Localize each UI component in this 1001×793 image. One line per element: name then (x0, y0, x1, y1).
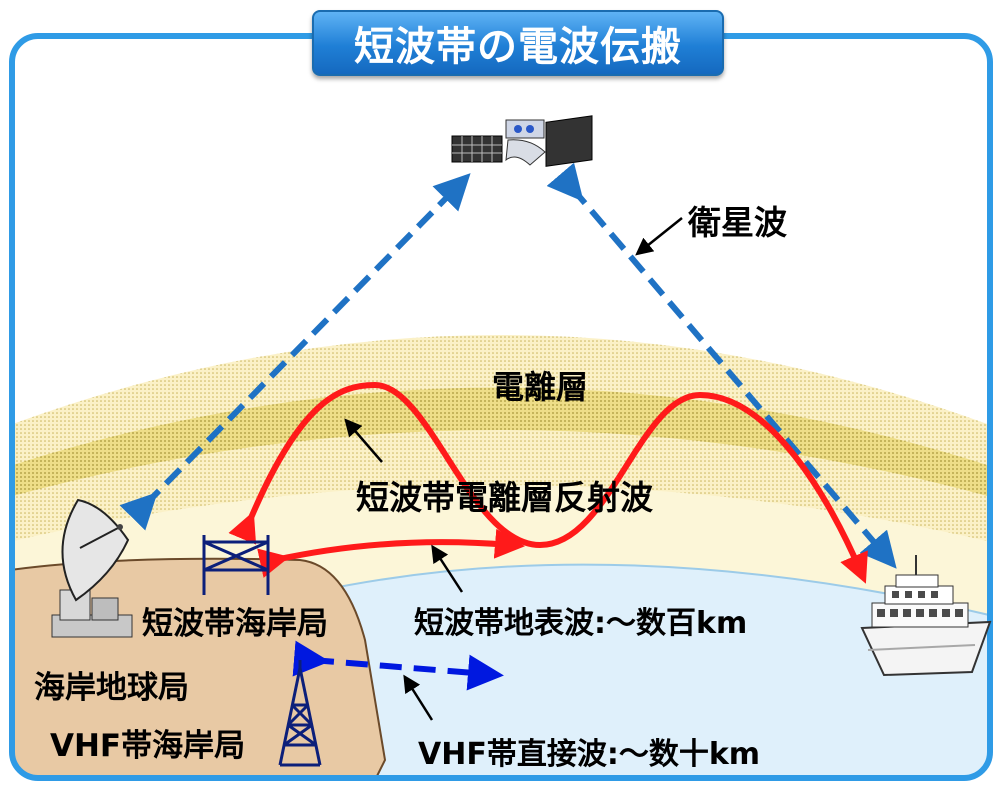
vhf-direct-wave (292, 640, 504, 691)
hf-sky-wave (228, 381, 868, 584)
pointer-hf-sky-wave (344, 418, 383, 463)
hf-antenna-icon (202, 535, 270, 595)
satellite-icon (451, 115, 593, 167)
satellite-wave-left (119, 173, 471, 531)
satellite-wave-right (546, 162, 897, 569)
page-title: 短波帯の電波伝搬 (354, 24, 682, 70)
label-coast-earth-station: 海岸地球局 (34, 670, 189, 706)
vhf-tower-icon (278, 660, 322, 767)
label-hf-ground-wave: 短波帯地表波:～数百km (414, 606, 748, 641)
label-vhf-coast-station: VHF帯海岸局 (50, 728, 246, 764)
pointer-vhf-direct-wave (403, 674, 434, 721)
label-hf-coast-station: 短波帯海岸局 (142, 606, 328, 642)
ship-icon (860, 555, 992, 677)
label-ionosphere: 電離層 (492, 368, 589, 406)
pointer-satellite-wave (635, 217, 683, 256)
title-banner: 短波帯の電波伝搬 (312, 10, 724, 76)
hf-ground-wave (257, 528, 525, 578)
label-satellite-wave: 衛星波 (688, 203, 787, 242)
label-vhf-direct-wave: VHF帯直接波:～数十km (418, 737, 761, 772)
pointer-hf-ground-wave (431, 544, 464, 593)
label-hf-sky-wave: 短波帯電離層反射波 (356, 478, 653, 517)
satellite-dish-icon (51, 498, 133, 638)
